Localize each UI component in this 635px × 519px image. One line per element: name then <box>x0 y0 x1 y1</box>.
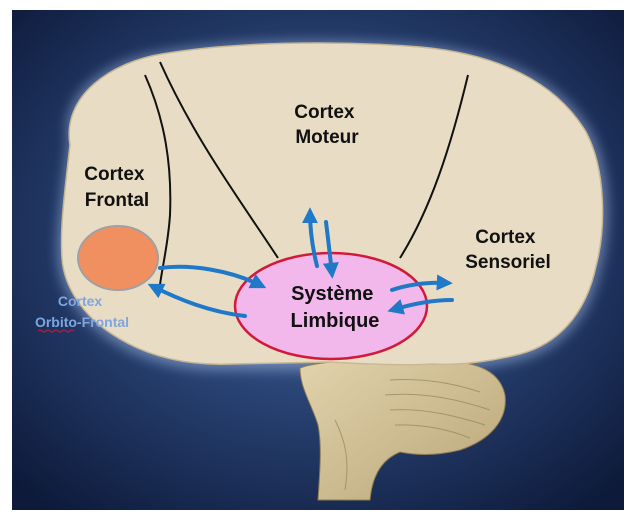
orbito-frontal-region <box>78 226 158 290</box>
